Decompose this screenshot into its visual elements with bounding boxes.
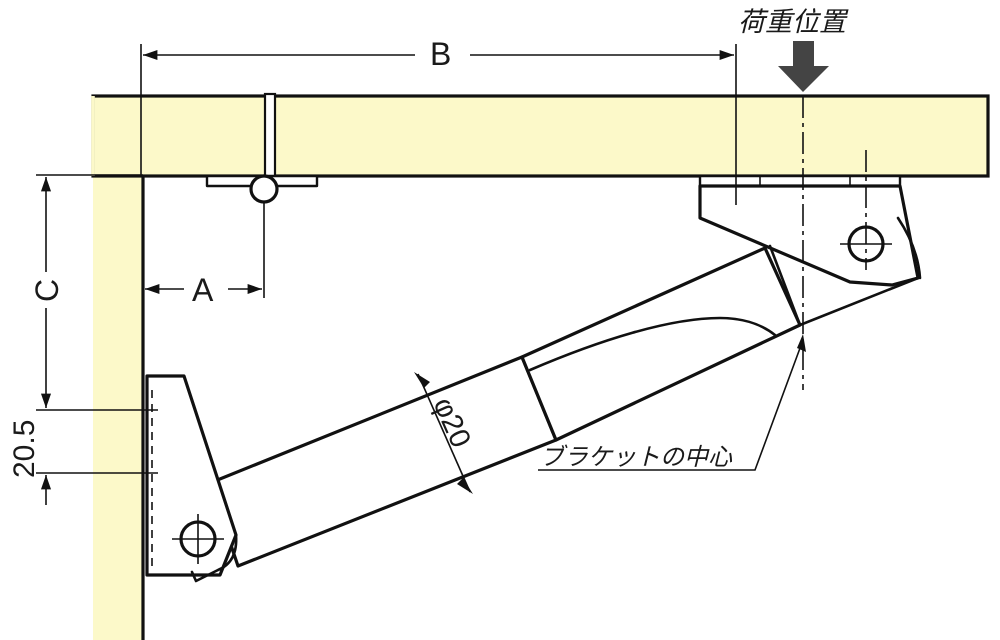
dim-c-label: C — [29, 279, 65, 302]
gas-strut-rod — [520, 246, 802, 442]
upper-bracket-edge — [896, 216, 922, 280]
wall-panel — [93, 96, 143, 640]
dim-a-label: A — [192, 272, 214, 308]
upper-bracket-inner — [768, 244, 920, 327]
dim-diameter-arrow-top — [414, 372, 430, 388]
bracket-center-arrow — [797, 334, 806, 352]
shelf-board — [91, 94, 990, 178]
load-position-label: 荷重位置 — [738, 7, 849, 38]
bracket-center-leader — [538, 339, 804, 471]
dim-b-label: B — [430, 36, 451, 72]
dim-205-label: 20.5 — [8, 420, 41, 478]
bracket-center-label: ブラケットの中心 — [540, 443, 733, 471]
load-arrow-icon — [778, 41, 829, 92]
lower-wall-bracket — [145, 374, 238, 577]
gas-strut-tube — [208, 355, 558, 568]
strut-lower-end — [190, 533, 238, 583]
hinge-pin-icon — [249, 174, 279, 204]
dim-diameter-arrow-bottom — [457, 478, 473, 494]
strut-rod-curve — [528, 316, 777, 372]
dim-diameter-line — [417, 373, 471, 493]
board-hinge-gap — [263, 92, 277, 180]
